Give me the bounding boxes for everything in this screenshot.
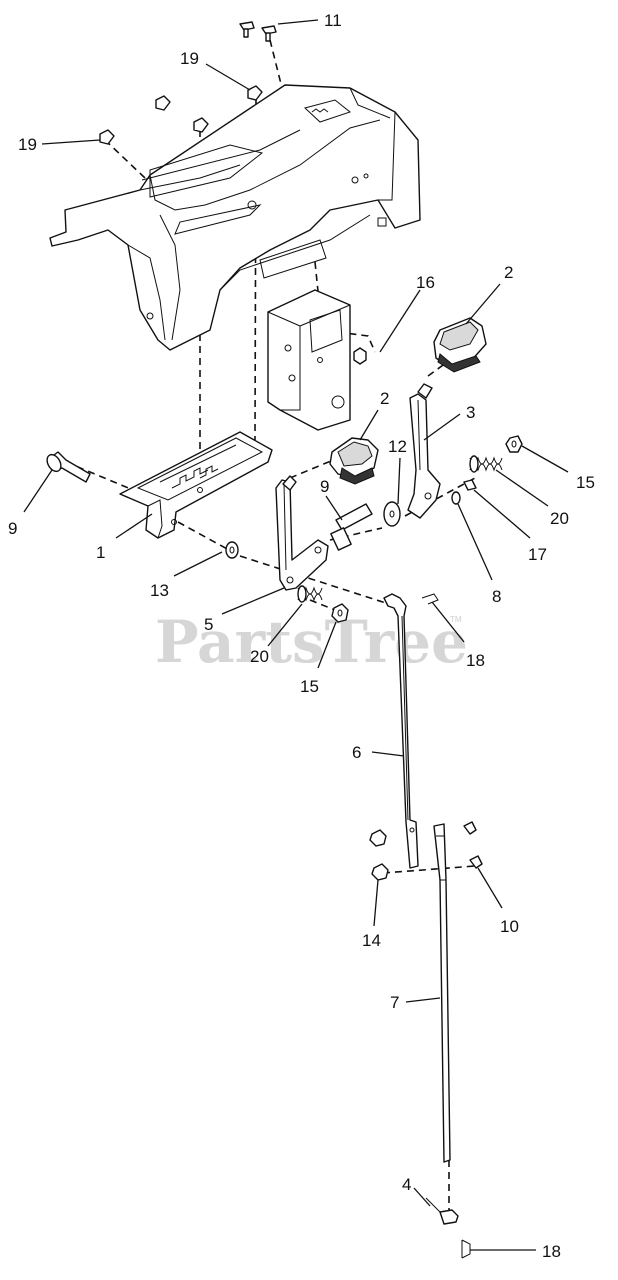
callout-2-right: 2 — [504, 263, 513, 282]
callout-15-right: 15 — [576, 473, 595, 492]
nut-14 — [369, 829, 389, 881]
washer-12 — [383, 501, 401, 527]
clip-18b — [461, 1239, 471, 1259]
callout-9-middle: 9 — [320, 477, 329, 496]
callouts: 11 19 19 2 16 2 3 12 15 9 9 20 1 17 13 8… — [8, 11, 595, 1261]
nut-15b — [331, 603, 349, 623]
callout-2-middle: 2 — [380, 389, 389, 408]
spring-20a — [469, 455, 503, 473]
callout-18-bottom: 18 — [542, 1242, 561, 1261]
callout-16: 16 — [416, 273, 435, 292]
dash-panel — [49, 84, 421, 351]
rod-6 — [383, 593, 419, 869]
bolt-left — [46, 451, 91, 483]
callout-6: 6 — [352, 743, 361, 762]
knob-2a — [329, 437, 379, 485]
screws-11 — [239, 21, 277, 42]
callout-12: 12 — [388, 437, 407, 456]
callout-15-left: 15 — [300, 677, 319, 696]
lever-arm-5 — [275, 475, 329, 591]
watermark: PartsTree TM — [155, 608, 468, 676]
callout-20-left: 20 — [250, 647, 269, 666]
callout-11: 11 — [324, 11, 342, 30]
spring-20b — [297, 585, 323, 603]
callout-17: 17 — [528, 545, 547, 564]
bolt-middle — [330, 503, 373, 551]
callout-9-left: 9 — [8, 519, 17, 538]
mounting-bracket — [267, 289, 351, 431]
bolt-10 — [463, 821, 483, 869]
callout-13: 13 — [150, 581, 169, 600]
callout-5: 5 — [204, 615, 213, 634]
callout-19-left: 19 — [18, 135, 37, 154]
washer-13 — [225, 541, 239, 559]
watermark-trademark: TM — [450, 615, 462, 624]
callout-7: 7 — [390, 993, 399, 1012]
callout-3: 3 — [466, 403, 475, 422]
washer-8 — [451, 491, 461, 505]
lever-guide — [119, 431, 273, 539]
clevis-4 — [425, 1197, 459, 1225]
clip-18a — [421, 593, 439, 605]
watermark-text: PartsTree — [155, 608, 468, 676]
callout-18-middle: 18 — [466, 651, 485, 670]
callout-8: 8 — [492, 587, 501, 606]
callout-20-right: 20 — [550, 509, 569, 528]
knob-2b — [433, 317, 487, 373]
nut-15a — [505, 435, 523, 453]
callout-1: 1 — [96, 543, 105, 562]
callout-14: 14 — [362, 931, 381, 950]
callout-10: 10 — [500, 917, 519, 936]
callout-19-top: 19 — [180, 49, 199, 68]
nut-16 — [353, 347, 367, 365]
rod-7 — [433, 823, 451, 1163]
lever-3 — [407, 383, 441, 519]
pin-17 — [463, 479, 477, 491]
leader-lines — [23, 19, 569, 1251]
screws-19 — [99, 85, 263, 145]
callout-4: 4 — [402, 1175, 411, 1194]
